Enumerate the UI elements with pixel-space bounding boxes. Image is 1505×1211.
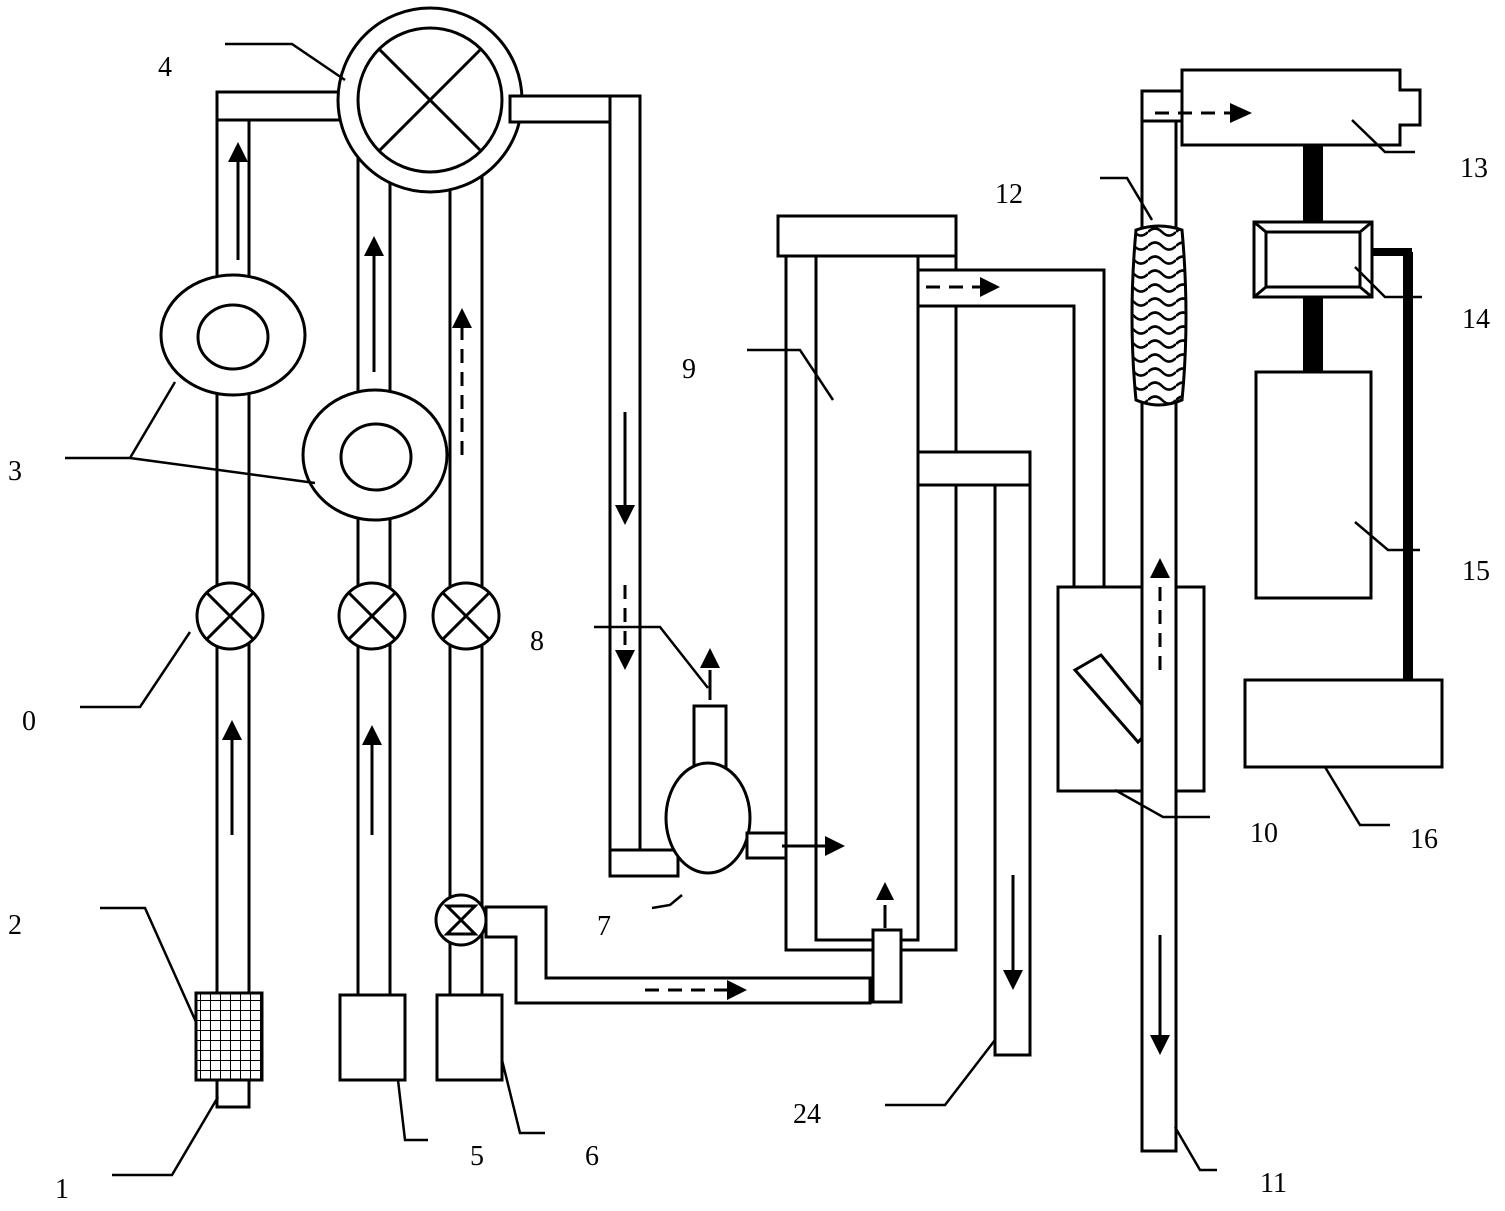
- bypass-pipe: [484, 905, 872, 1005]
- gas-bottle-6: [435, 993, 504, 1082]
- cable: [1403, 252, 1413, 682]
- cabinet-15: [1254, 370, 1373, 600]
- leader-10: [1114, 788, 1210, 819]
- label-3: 3: [8, 456, 22, 487]
- gas-bottle-5: [338, 993, 407, 1082]
- condenser-top: [1140, 89, 1186, 123]
- leader-15: [1354, 521, 1420, 552]
- leader-13: [1351, 119, 1415, 154]
- inlet-line-1: [159, 90, 354, 1109]
- label-4: 4: [158, 52, 172, 83]
- reactor-inner: [814, 254, 920, 942]
- sampler-outlet: [745, 831, 791, 860]
- inlet-line-2: [301, 138, 449, 1082]
- leader-24: [885, 1039, 996, 1107]
- cabinet-16: [1243, 678, 1444, 769]
- sampler-flask: [664, 761, 752, 875]
- pipe-outlet-bottom: [608, 848, 680, 878]
- leader-6: [500, 1059, 545, 1135]
- label-11: 11: [1260, 1168, 1287, 1199]
- check-valve: [434, 893, 488, 947]
- drain-line: [916, 450, 1032, 1057]
- label-16: 16: [1410, 824, 1438, 855]
- analyzer-chain: [1180, 68, 1444, 769]
- label-13: 13: [1460, 153, 1488, 184]
- link-14-15: [1303, 297, 1323, 372]
- reactor-head: [776, 214, 958, 258]
- leader-14: [1354, 266, 1422, 299]
- outlet-line: [508, 94, 791, 878]
- drain-header: [916, 450, 1032, 487]
- pipe-inlet-1-top: [215, 90, 354, 122]
- display-module: [1252, 220, 1374, 299]
- exit-line: [916, 268, 1206, 793]
- leader-16: [1323, 766, 1390, 827]
- valve-2: [337, 581, 407, 651]
- label-5: 5: [470, 1141, 484, 1172]
- label-12: 12: [995, 179, 1023, 210]
- label-6: 6: [585, 1141, 599, 1172]
- inlet-line-3: [431, 138, 872, 1082]
- label-0: 0: [22, 706, 36, 737]
- leader-2: [100, 906, 198, 1023]
- packed-section: [1130, 224, 1188, 407]
- leader-5: [396, 1079, 428, 1142]
- valve-1: [195, 581, 265, 651]
- four-way-valve: [336, 6, 524, 194]
- reactor-inlet-port: [871, 928, 903, 1004]
- valve-3: [431, 581, 501, 651]
- leader-8: [594, 625, 709, 689]
- pipe-inlet-3: [448, 138, 484, 1002]
- separator-box: [1056, 585, 1206, 793]
- label-8: 8: [530, 626, 544, 657]
- label-24: 24: [793, 1099, 821, 1130]
- leader-3: [65, 381, 316, 485]
- label-9: 9: [682, 354, 696, 385]
- leader-1: [112, 1096, 220, 1177]
- leader-4: [225, 42, 346, 82]
- leader-11: [1173, 1126, 1217, 1172]
- label-14: 14: [1462, 304, 1490, 335]
- analyzer-head: [1180, 68, 1422, 147]
- link-13-14: [1303, 145, 1323, 225]
- flow-arrows: [222, 103, 1252, 1055]
- label-2: 2: [8, 910, 22, 941]
- leader-12: [1100, 176, 1154, 221]
- reactor-column: [776, 214, 958, 1004]
- leader-7: [651, 894, 683, 910]
- leader-lines: [65, 42, 1422, 1177]
- component-labels: 0 1 2 3 4 5 6 7 8 9 10 11 12 13 14 15 16…: [8, 52, 1490, 1205]
- flowmeter-1-core: [196, 303, 270, 371]
- leader-0: [80, 631, 192, 709]
- label-1: 1: [55, 1174, 69, 1205]
- flowmeter-2-core: [339, 422, 413, 492]
- filter: [194, 991, 264, 1082]
- label-7: 7: [597, 911, 611, 942]
- label-10: 10: [1250, 818, 1278, 849]
- leader-9: [747, 348, 835, 401]
- cable-top: [1372, 248, 1412, 256]
- label-15: 15: [1462, 556, 1490, 587]
